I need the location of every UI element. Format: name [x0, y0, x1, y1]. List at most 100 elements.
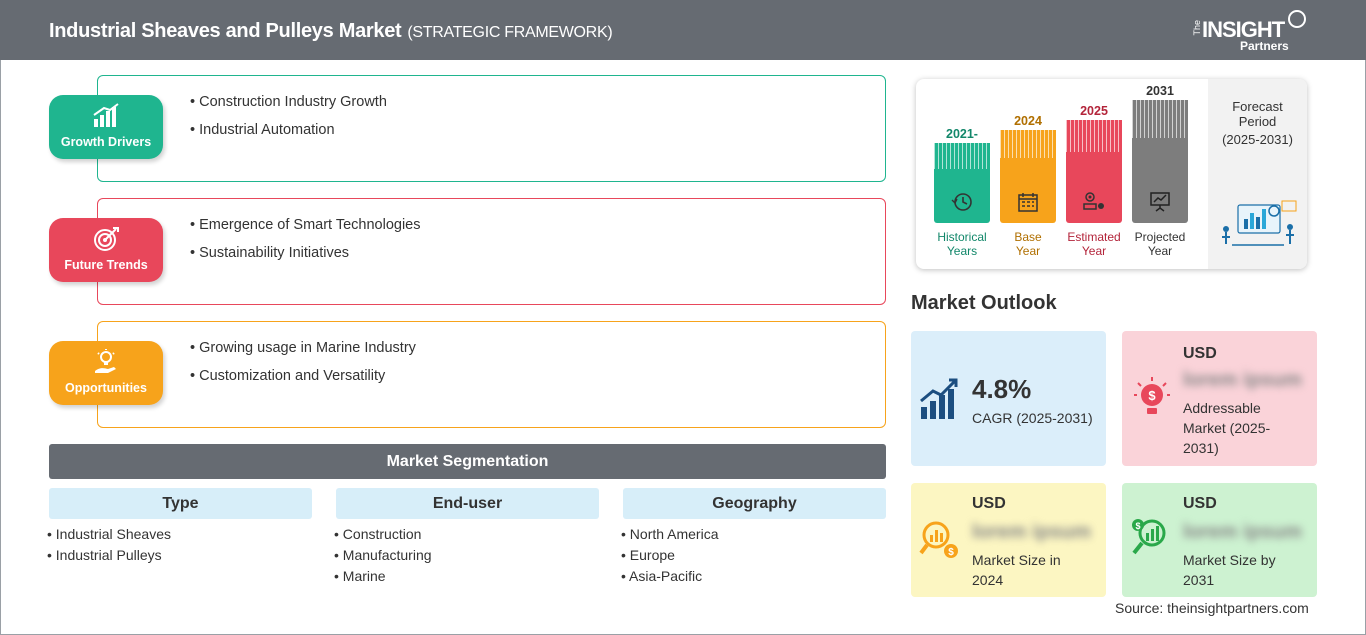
list-item: Construction Industry Growth — [190, 94, 387, 110]
estimate-gear-icon — [1083, 192, 1104, 210]
forecast-label: Forecast Period — [1208, 99, 1307, 129]
growth-drivers-badge: Growth Drivers — [49, 95, 163, 159]
page-subtitle: (STRATEGIC FRAMEWORK) — [407, 24, 613, 41]
timeline-bar — [934, 143, 990, 223]
analytics-people-illustration-icon — [1222, 200, 1297, 246]
list-item: Industrial Pulleys — [47, 547, 171, 563]
market-size-2031-card: $ USD lorem ipsum Market Size by 2031 — [1122, 483, 1317, 597]
insight-partners-logo[interactable]: The INSIGHT Partners — [1192, 10, 1312, 54]
cagr-card: 4.8% CAGR (2025-2031) — [911, 331, 1106, 466]
caption-line: Estimated — [1067, 230, 1121, 244]
caption-line: Year — [1147, 244, 1173, 258]
badge-label: Future Trends — [64, 258, 148, 272]
history-icon — [951, 193, 972, 211]
segment-list-geography: North America Europe Asia-Pacific — [621, 526, 719, 589]
growth-drivers-list: Construction Industry Growth Industrial … — [190, 94, 387, 150]
addressable-usd: USD — [1183, 345, 1217, 362]
page-header: Industrial Sheaves and Pulleys Market (ST… — [0, 0, 1366, 60]
list-item: Customization and Versatility — [190, 368, 416, 384]
segment-head-type: Type — [49, 488, 312, 519]
timeline-year: 2025 — [1080, 104, 1108, 118]
dollar-magnifier-chart-icon: $ — [919, 521, 958, 558]
timeline-year: 2031 — [1146, 84, 1174, 98]
size2031-label: Market Size by 2031 — [1183, 552, 1276, 588]
bar-stripes — [1066, 120, 1122, 152]
size2031-value: lorem ipsum — [1183, 521, 1302, 543]
opportunities-list: Growing usage in Marine Industry Customi… — [190, 340, 416, 396]
opportunities-badge: Opportunities — [49, 341, 163, 405]
caption-line: Years — [946, 244, 978, 258]
list-item: Industrial Automation — [190, 122, 387, 138]
presentation-board-icon — [1150, 192, 1170, 212]
target-icon — [94, 227, 119, 251]
logo-ring-icon — [1288, 10, 1306, 28]
logo-insight: INSIGHT — [1202, 17, 1285, 42]
addressable-market-card: $ USD lorem ipsum Addressable Market (20… — [1122, 331, 1317, 466]
logo-partners: Partners — [1240, 39, 1289, 53]
future-trends-list: Emergence of Smart Technologies Sustaina… — [190, 217, 421, 273]
growth-chart-icon — [920, 378, 958, 419]
cagr-label: CAGR (2025-2031) — [972, 410, 1093, 426]
bar-stripes — [1000, 130, 1056, 158]
title-text: Industrial Sheaves and Pulleys Market — [49, 20, 402, 42]
caption-line: Projected — [1134, 230, 1186, 244]
logo-the: The — [1192, 20, 1202, 36]
forecast-range: (2025-2031) — [1222, 132, 1293, 147]
source-link[interactable]: Source: theinsightpartners.com — [1115, 600, 1309, 616]
segment-list-end-user: Construction Manufacturing Marine — [334, 526, 432, 589]
bar-stripes — [934, 143, 990, 169]
timeline-bar — [1000, 130, 1056, 223]
segment-head-end-user: End-user — [336, 488, 599, 519]
segment-head-geography: Geography — [623, 488, 886, 519]
svg-text:$: $ — [1135, 521, 1140, 531]
list-item: Manufacturing — [334, 547, 432, 563]
bar-stripes — [1132, 100, 1188, 138]
list-item: Growing usage in Marine Industry — [190, 340, 416, 356]
list-item: Emergence of Smart Technologies — [190, 217, 420, 233]
svg-text:$: $ — [948, 547, 954, 558]
list-item: Marine — [334, 568, 432, 584]
dollar-lightbulb-icon: $ — [1134, 377, 1170, 414]
market-size-2024-card: $ USD lorem ipsum Market Size in 2024 — [911, 483, 1106, 597]
addressable-label: Addressable Market (2025-2031) — [1183, 400, 1271, 456]
badge-label: Opportunities — [65, 381, 147, 395]
future-trends-badge: Future Trends — [49, 218, 163, 282]
list-item: Sustainability Initiatives — [190, 245, 421, 261]
timeline-bar — [1132, 100, 1188, 223]
list-item: Asia-Pacific — [621, 568, 719, 584]
segment-list-type: Industrial Sheaves Industrial Pulleys — [47, 526, 171, 568]
cagr-value: 4.8% — [972, 374, 1032, 404]
badge-label: Growth Drivers — [60, 135, 152, 149]
size2024-label: Market Size in 2024 — [972, 552, 1061, 588]
list-item: Industrial Sheaves — [47, 526, 171, 542]
future-trends-box: Emergence of Smart Technologies Sustaina… — [97, 198, 886, 305]
caption-line: Base — [1014, 230, 1042, 244]
list-item: Europe — [621, 547, 719, 563]
list-item: Construction — [334, 526, 432, 542]
bar-chart-growth-icon — [93, 103, 119, 127]
caption-line: Year — [1015, 244, 1041, 258]
size2031-usd: USD — [1183, 495, 1217, 512]
dollar-magnifier-growth-icon: $ — [1132, 519, 1166, 555]
calendar-icon — [1018, 193, 1038, 212]
caption-line: Year — [1081, 244, 1107, 258]
list-item: North America — [621, 526, 719, 542]
size2024-value: lorem ipsum — [972, 521, 1091, 543]
opportunities-box: Growing usage in Marine Industry Customi… — [97, 321, 886, 428]
timeline-bar — [1066, 120, 1122, 223]
caption-line: Historical — [937, 230, 987, 244]
market-outlook-title: Market Outlook — [911, 292, 1057, 314]
growth-drivers-box: Construction Industry Growth Industrial … — [97, 75, 886, 182]
page-title: Industrial Sheaves and Pulleys Market (ST… — [49, 20, 613, 43]
timeline-year: 2024 — [1014, 114, 1042, 128]
segmentation-title: Market Segmentation — [49, 444, 886, 479]
forecast-period-panel: Forecast Period (2025-2031) — [1208, 79, 1307, 269]
